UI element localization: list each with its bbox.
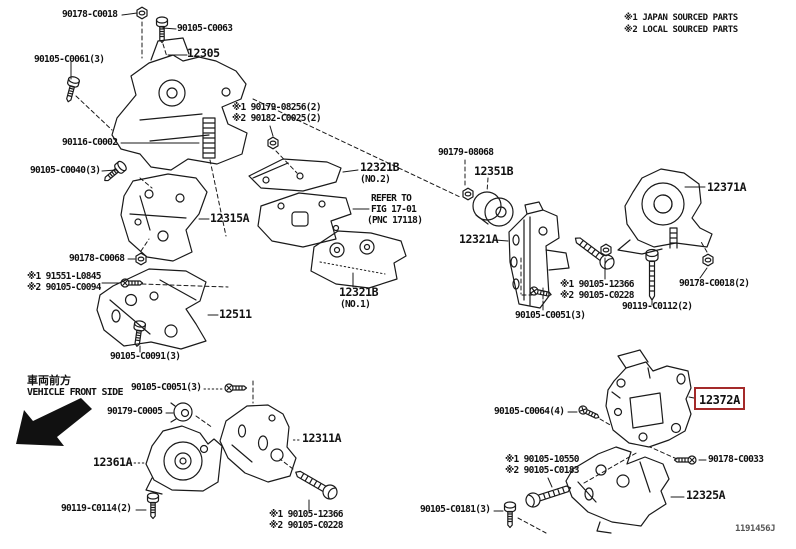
- part-label-90179-08256[interactable]: ※1 90179-08256(2): [232, 102, 322, 113]
- part-sketch-12315A: [120, 173, 208, 262]
- bolt-icon: [645, 248, 659, 301]
- part-label-90105-10550[interactable]: ※1 90105-10550: [505, 454, 579, 465]
- part-label-90105-C0051-right[interactable]: 90105-C0051(3): [515, 310, 586, 321]
- part-label-12315A[interactable]: 12315A: [210, 211, 250, 225]
- part-label-90178-C0033[interactable]: 90178-C0033: [708, 454, 764, 465]
- legend-note-2: ※2 LOCAL SOURCED PARTS: [624, 25, 738, 35]
- part-sketch-12305: [111, 37, 248, 171]
- bolt-icon: [577, 404, 602, 422]
- part-label-12321B-no2-sub: (NO.2): [360, 174, 391, 185]
- refer-note-line2: FIG 17-01: [371, 204, 417, 215]
- part-label-90105-12366-right[interactable]: ※1 90105-12366: [560, 279, 634, 290]
- refer-note-line3: (PNC 17118): [367, 215, 423, 226]
- nut-icon: [600, 243, 612, 257]
- assembly-dashed-lines: [75, 21, 708, 534]
- part-sketch-12325A: [565, 446, 670, 534]
- part-label-12325A[interactable]: 12325A: [686, 488, 726, 502]
- part-sketch-12371A: [617, 168, 713, 255]
- bolt-icon: [100, 159, 129, 186]
- bolt-icon: [146, 492, 160, 520]
- part-label-12372A[interactable]: 12372A: [699, 393, 740, 407]
- legend-note-1: ※1 JAPAN SOURCED PARTS: [624, 13, 738, 23]
- part-label-90105-C0061[interactable]: 90105-C0061(3): [34, 54, 105, 65]
- nut-icon: [136, 6, 148, 20]
- part-label-90105-12366-bottom[interactable]: ※1 90105-12366: [269, 509, 343, 520]
- bolt-icon: [155, 16, 169, 44]
- part-label-90178-C0018[interactable]: 90178-C0018: [62, 9, 118, 20]
- part-label-12351B[interactable]: 12351B: [474, 164, 514, 178]
- highlighted-part-box-12372A[interactable]: 12372A: [694, 387, 745, 410]
- part-sketch-90179-C0005: [170, 402, 193, 423]
- part-label-12305[interactable]: 12305: [187, 46, 220, 60]
- part-label-90182-C0025[interactable]: ※2 90182-C0025(2): [232, 113, 322, 124]
- part-label-90179-C0005[interactable]: 90179-C0005: [107, 406, 163, 417]
- part-label-90119-C0112[interactable]: 90119-C0112(2): [622, 301, 693, 312]
- part-sketch-12511: [96, 268, 207, 350]
- part-sketch-12372A: [605, 349, 692, 448]
- part-sketch-12321B-no1: [310, 230, 407, 289]
- long-bolt-icon: [523, 480, 574, 510]
- part-label-90105-C0040[interactable]: 90105-C0040(3): [30, 165, 101, 176]
- nut-icon: [702, 253, 714, 267]
- nut-icon: [267, 136, 279, 150]
- vehicle-front-label-en: VEHICLE FRONT SIDE: [27, 387, 123, 398]
- leader-lines: [70, 12, 708, 512]
- part-label-90105-C0228-right[interactable]: ※2 90105-C0228: [560, 290, 634, 301]
- dotted-leader-lines: [129, 388, 300, 464]
- part-label-90105-C0094[interactable]: ※2 90105-C0094: [27, 282, 101, 293]
- part-sketch-12351B: [472, 191, 514, 227]
- part-label-90105-C0064[interactable]: 90105-C0064(4): [494, 406, 565, 417]
- refer-note-line1: REFER TO: [371, 193, 412, 204]
- part-label-12511[interactable]: 12511: [219, 307, 252, 321]
- vehicle-front-arrow-icon: [16, 398, 92, 446]
- part-label-12311A[interactable]: 12311A: [302, 431, 342, 445]
- bolt-icon: [62, 75, 81, 104]
- part-label-90105-C0063[interactable]: 90105-C0063: [177, 23, 233, 34]
- part-sketch-12311A: [219, 404, 297, 483]
- part-label-90105-C0181[interactable]: 90105-C0181(3): [420, 504, 491, 515]
- part-label-12321B-no2[interactable]: 12321B: [360, 160, 400, 174]
- bolt-icon: [224, 383, 248, 393]
- part-label-12321B-no1[interactable]: 12321B: [339, 285, 379, 299]
- part-label-12361A[interactable]: 12361A: [93, 455, 133, 469]
- part-label-12321A[interactable]: 12321A: [459, 232, 499, 246]
- part-label-12321B-no1-sub: (NO.1): [340, 299, 371, 310]
- nut-icon: [135, 252, 147, 266]
- nut-icon: [462, 187, 474, 201]
- bolt-icon: [503, 501, 517, 529]
- part-label-90179-08068[interactable]: 90179-08068: [438, 147, 494, 158]
- vehicle-front-label-jp: 車両前方: [27, 374, 71, 387]
- part-label-90116-C0002[interactable]: 90116-C0002: [62, 137, 118, 148]
- part-sketch-12321A: [508, 201, 570, 309]
- part-label-90178-C0068[interactable]: 90178-C0068: [69, 253, 125, 264]
- part-sketch-refer-bracket: [257, 192, 352, 248]
- part-label-90105-C0051-bottom[interactable]: 90105-C0051(3): [131, 382, 202, 393]
- part-sketch-12321B-no2: [248, 158, 342, 192]
- stud-icon-90116-C0002: [202, 117, 216, 159]
- part-label-91551-L0845[interactable]: ※1 91551-L0845: [27, 271, 101, 282]
- figure-code: 1191456J: [735, 524, 776, 534]
- part-label-90105-C0091[interactable]: 90105-C0091(3): [110, 351, 181, 362]
- bolt-icon: [673, 455, 697, 465]
- part-label-90178-C0018-2[interactable]: 90178-C0018(2): [679, 278, 750, 289]
- part-label-90105-C0183[interactable]: ※2 90105-C0183: [505, 465, 579, 476]
- long-bolt-icon: [291, 465, 341, 503]
- part-label-90119-C0114[interactable]: 90119-C0114(2): [61, 503, 132, 514]
- long-bolt-icon: [570, 232, 618, 273]
- part-label-12371A[interactable]: 12371A: [707, 180, 747, 194]
- part-label-90105-C0228-bottom[interactable]: ※2 90105-C0228: [269, 520, 343, 531]
- part-sketch-12361A: [145, 425, 223, 495]
